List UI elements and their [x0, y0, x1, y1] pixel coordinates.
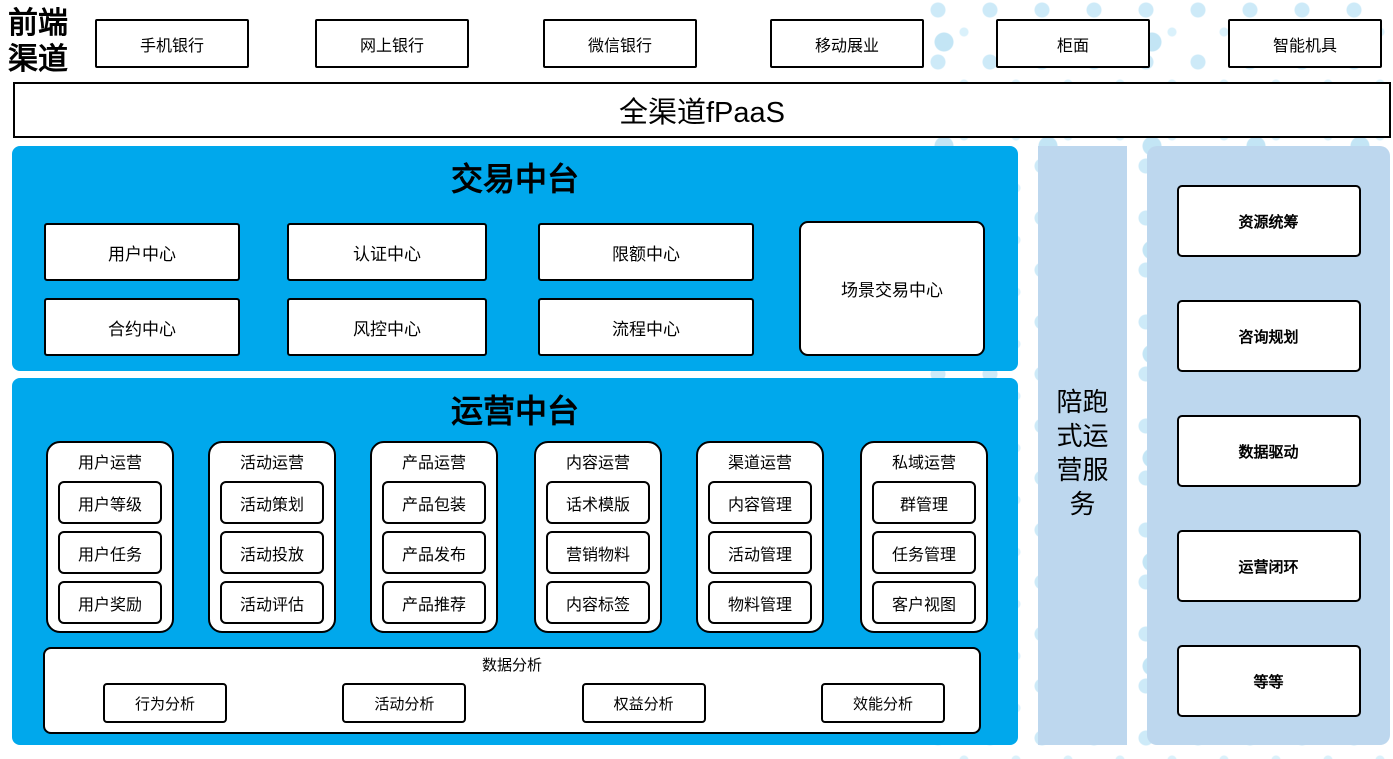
service-box-ops-loop: 运营闭环	[1176, 530, 1361, 602]
service-panel: 资源统筹 咨询规划 数据驱动 运营闭环 等等	[1147, 146, 1390, 745]
ops-column-items: 用户等级 用户任务 用户奖励	[58, 481, 162, 624]
service-box-etc: 等等	[1176, 645, 1361, 717]
ops-item: 活动评估	[220, 581, 324, 624]
data-analysis-container: 数据分析 行为分析 活动分析 权益分析 效能分析	[43, 647, 981, 734]
trade-platform-panel: 交易中台 用户中心 认证中心 限额中心 合约中心 风控中心 流程中心 场景交易中…	[12, 146, 1018, 371]
ops-column-channel: 渠道运营 内容管理 活动管理 物料管理	[696, 441, 824, 633]
center-box-risk: 风控中心	[287, 298, 487, 356]
ops-item: 产品推荐	[382, 581, 486, 624]
center-box-scene-trade: 场景交易中心	[799, 221, 985, 356]
center-box-contract: 合约中心	[44, 298, 240, 356]
ops-item: 用户任务	[58, 531, 162, 574]
ops-item: 内容管理	[708, 481, 812, 524]
ops-column-title: 产品运营	[401, 455, 466, 472]
channel-box-mobile-sales: 移动展业	[770, 19, 924, 68]
data-analysis-row: 行为分析 活动分析 权益分析 效能分析	[103, 683, 945, 723]
ops-item: 内容标签	[546, 581, 650, 624]
channel-box-counter: 柜面	[996, 19, 1150, 68]
fpaas-bar: 全渠道fPaaS	[13, 82, 1391, 138]
ops-column-private-domain: 私域运营 群管理 任务管理 客户视图	[860, 441, 988, 633]
center-box-limit: 限额中心	[538, 223, 754, 281]
analysis-box-rights: 权益分析	[581, 683, 706, 723]
ops-column-content: 内容运营 话术模版 营销物料 内容标签	[534, 441, 662, 633]
ops-item: 话术模版	[546, 481, 650, 524]
data-analysis-title: 数据分析	[481, 657, 542, 674]
ops-platform-title: 运营中台	[450, 392, 579, 430]
analysis-box-activity: 活动分析	[342, 683, 467, 723]
ops-column-title: 渠道运营	[727, 455, 792, 472]
analysis-box-behavior: 行为分析	[103, 683, 227, 723]
service-box-consulting: 咨询规划	[1176, 300, 1361, 372]
ops-column-title: 活动运营	[239, 455, 304, 472]
ops-column-title: 私域运营	[891, 455, 956, 472]
ops-item: 活动投放	[220, 531, 324, 574]
ops-item: 产品包装	[382, 481, 486, 524]
trade-platform-title: 交易中台	[450, 160, 579, 198]
ops-column-user: 用户运营 用户等级 用户任务 用户奖励	[46, 441, 174, 633]
service-bar: 陪跑式运营服务	[1038, 146, 1127, 745]
channel-box-mobile-banking: 手机银行	[95, 19, 249, 68]
ops-platform-panel: 运营中台 用户运营 用户等级 用户任务 用户奖励 活动运营 活动策划 活动投放 …	[12, 378, 1018, 745]
ops-column-activity: 活动运营 活动策划 活动投放 活动评估	[208, 441, 336, 633]
ops-item: 物料管理	[708, 581, 812, 624]
ops-column-items: 产品包装 产品发布 产品推荐	[382, 481, 486, 624]
service-box-data-driven: 数据驱动	[1176, 415, 1361, 487]
center-box-auth: 认证中心	[287, 223, 487, 281]
center-box-process: 流程中心	[538, 298, 754, 356]
ops-column-title: 用户运营	[77, 455, 142, 472]
ops-column-items: 群管理 任务管理 客户视图	[872, 481, 976, 624]
ops-column-items: 活动策划 活动投放 活动评估	[220, 481, 324, 624]
service-box-resource: 资源统筹	[1176, 185, 1361, 257]
ops-column-items: 话术模版 营销物料 内容标签	[546, 481, 650, 624]
ops-item: 营销物料	[546, 531, 650, 574]
channel-box-online-banking: 网上银行	[315, 19, 469, 68]
ops-item: 客户视图	[872, 581, 976, 624]
service-bar-label: 陪跑式运营服务	[1056, 387, 1109, 519]
ops-column-title: 内容运营	[565, 455, 630, 472]
channel-box-wechat-banking: 微信银行	[543, 19, 697, 68]
ops-item: 产品发布	[382, 531, 486, 574]
channel-box-smart-devices: 智能机具	[1228, 19, 1382, 68]
ops-item: 用户奖励	[58, 581, 162, 624]
ops-column-items: 内容管理 活动管理 物料管理	[708, 481, 812, 624]
front-channels-label: 前端渠道	[8, 6, 68, 77]
ops-item: 活动策划	[220, 481, 324, 524]
ops-item: 任务管理	[872, 531, 976, 574]
center-box-user: 用户中心	[44, 223, 240, 281]
ops-item: 群管理	[872, 481, 976, 524]
analysis-box-efficiency: 效能分析	[820, 683, 945, 723]
ops-item: 活动管理	[708, 531, 812, 574]
ops-item: 用户等级	[58, 481, 162, 524]
ops-column-product: 产品运营 产品包装 产品发布 产品推荐	[370, 441, 498, 633]
